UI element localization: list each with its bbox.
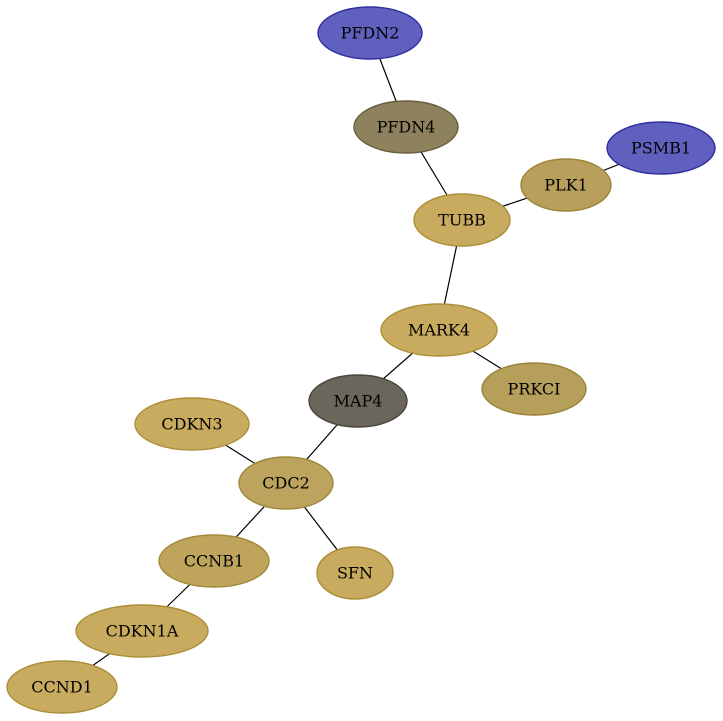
node-ccnb1[interactable]: CCNB1 — [158, 534, 270, 588]
node-ccnd1[interactable]: CCND1 — [6, 660, 118, 714]
node-plk1[interactable]: PLK1 — [520, 158, 612, 212]
node-ellipse[interactable] — [606, 121, 716, 175]
node-label: CCND1 — [31, 678, 93, 697]
node-pfdn4[interactable]: PFDN4 — [353, 100, 459, 154]
node-ellipse[interactable] — [158, 534, 270, 588]
node-label: TUBB — [438, 211, 486, 230]
node-label: CCNB1 — [184, 552, 244, 571]
node-ellipse[interactable] — [134, 397, 250, 451]
node-cdkn1a[interactable]: CDKN1A — [75, 604, 209, 658]
node-map4[interactable]: MAP4 — [308, 374, 408, 428]
node-tubb[interactable]: TUBB — [413, 193, 511, 247]
node-label: PLK1 — [544, 176, 588, 195]
node-ellipse[interactable] — [317, 6, 423, 60]
node-psmb1[interactable]: PSMB1 — [606, 121, 716, 175]
node-label: SFN — [337, 564, 373, 583]
node-cdc2[interactable]: CDC2 — [238, 456, 334, 510]
node-ellipse[interactable] — [520, 158, 612, 212]
node-label: PFDN2 — [341, 24, 400, 43]
node-pfdn2[interactable]: PFDN2 — [317, 6, 423, 60]
node-ellipse[interactable] — [308, 374, 408, 428]
node-ellipse[interactable] — [481, 362, 587, 416]
node-mark4[interactable]: MARK4 — [380, 303, 498, 357]
node-label: MARK4 — [408, 321, 470, 340]
node-ellipse[interactable] — [380, 303, 498, 357]
node-label: CDKN3 — [161, 415, 222, 434]
node-label: CDC2 — [262, 474, 310, 493]
node-label: CDKN1A — [106, 622, 179, 641]
node-label: PSMB1 — [631, 139, 691, 158]
node-ellipse[interactable] — [316, 546, 394, 600]
node-ellipse[interactable] — [6, 660, 118, 714]
node-ellipse[interactable] — [238, 456, 334, 510]
node-ellipse[interactable] — [353, 100, 459, 154]
node-ellipse[interactable] — [75, 604, 209, 658]
node-prkci[interactable]: PRKCI — [481, 362, 587, 416]
node-cdkn3[interactable]: CDKN3 — [134, 397, 250, 451]
node-label: PFDN4 — [377, 118, 436, 137]
node-label: PRKCI — [508, 380, 561, 399]
node-ellipse[interactable] — [413, 193, 511, 247]
node-label: MAP4 — [334, 392, 383, 411]
node-sfn[interactable]: SFN — [316, 546, 394, 600]
